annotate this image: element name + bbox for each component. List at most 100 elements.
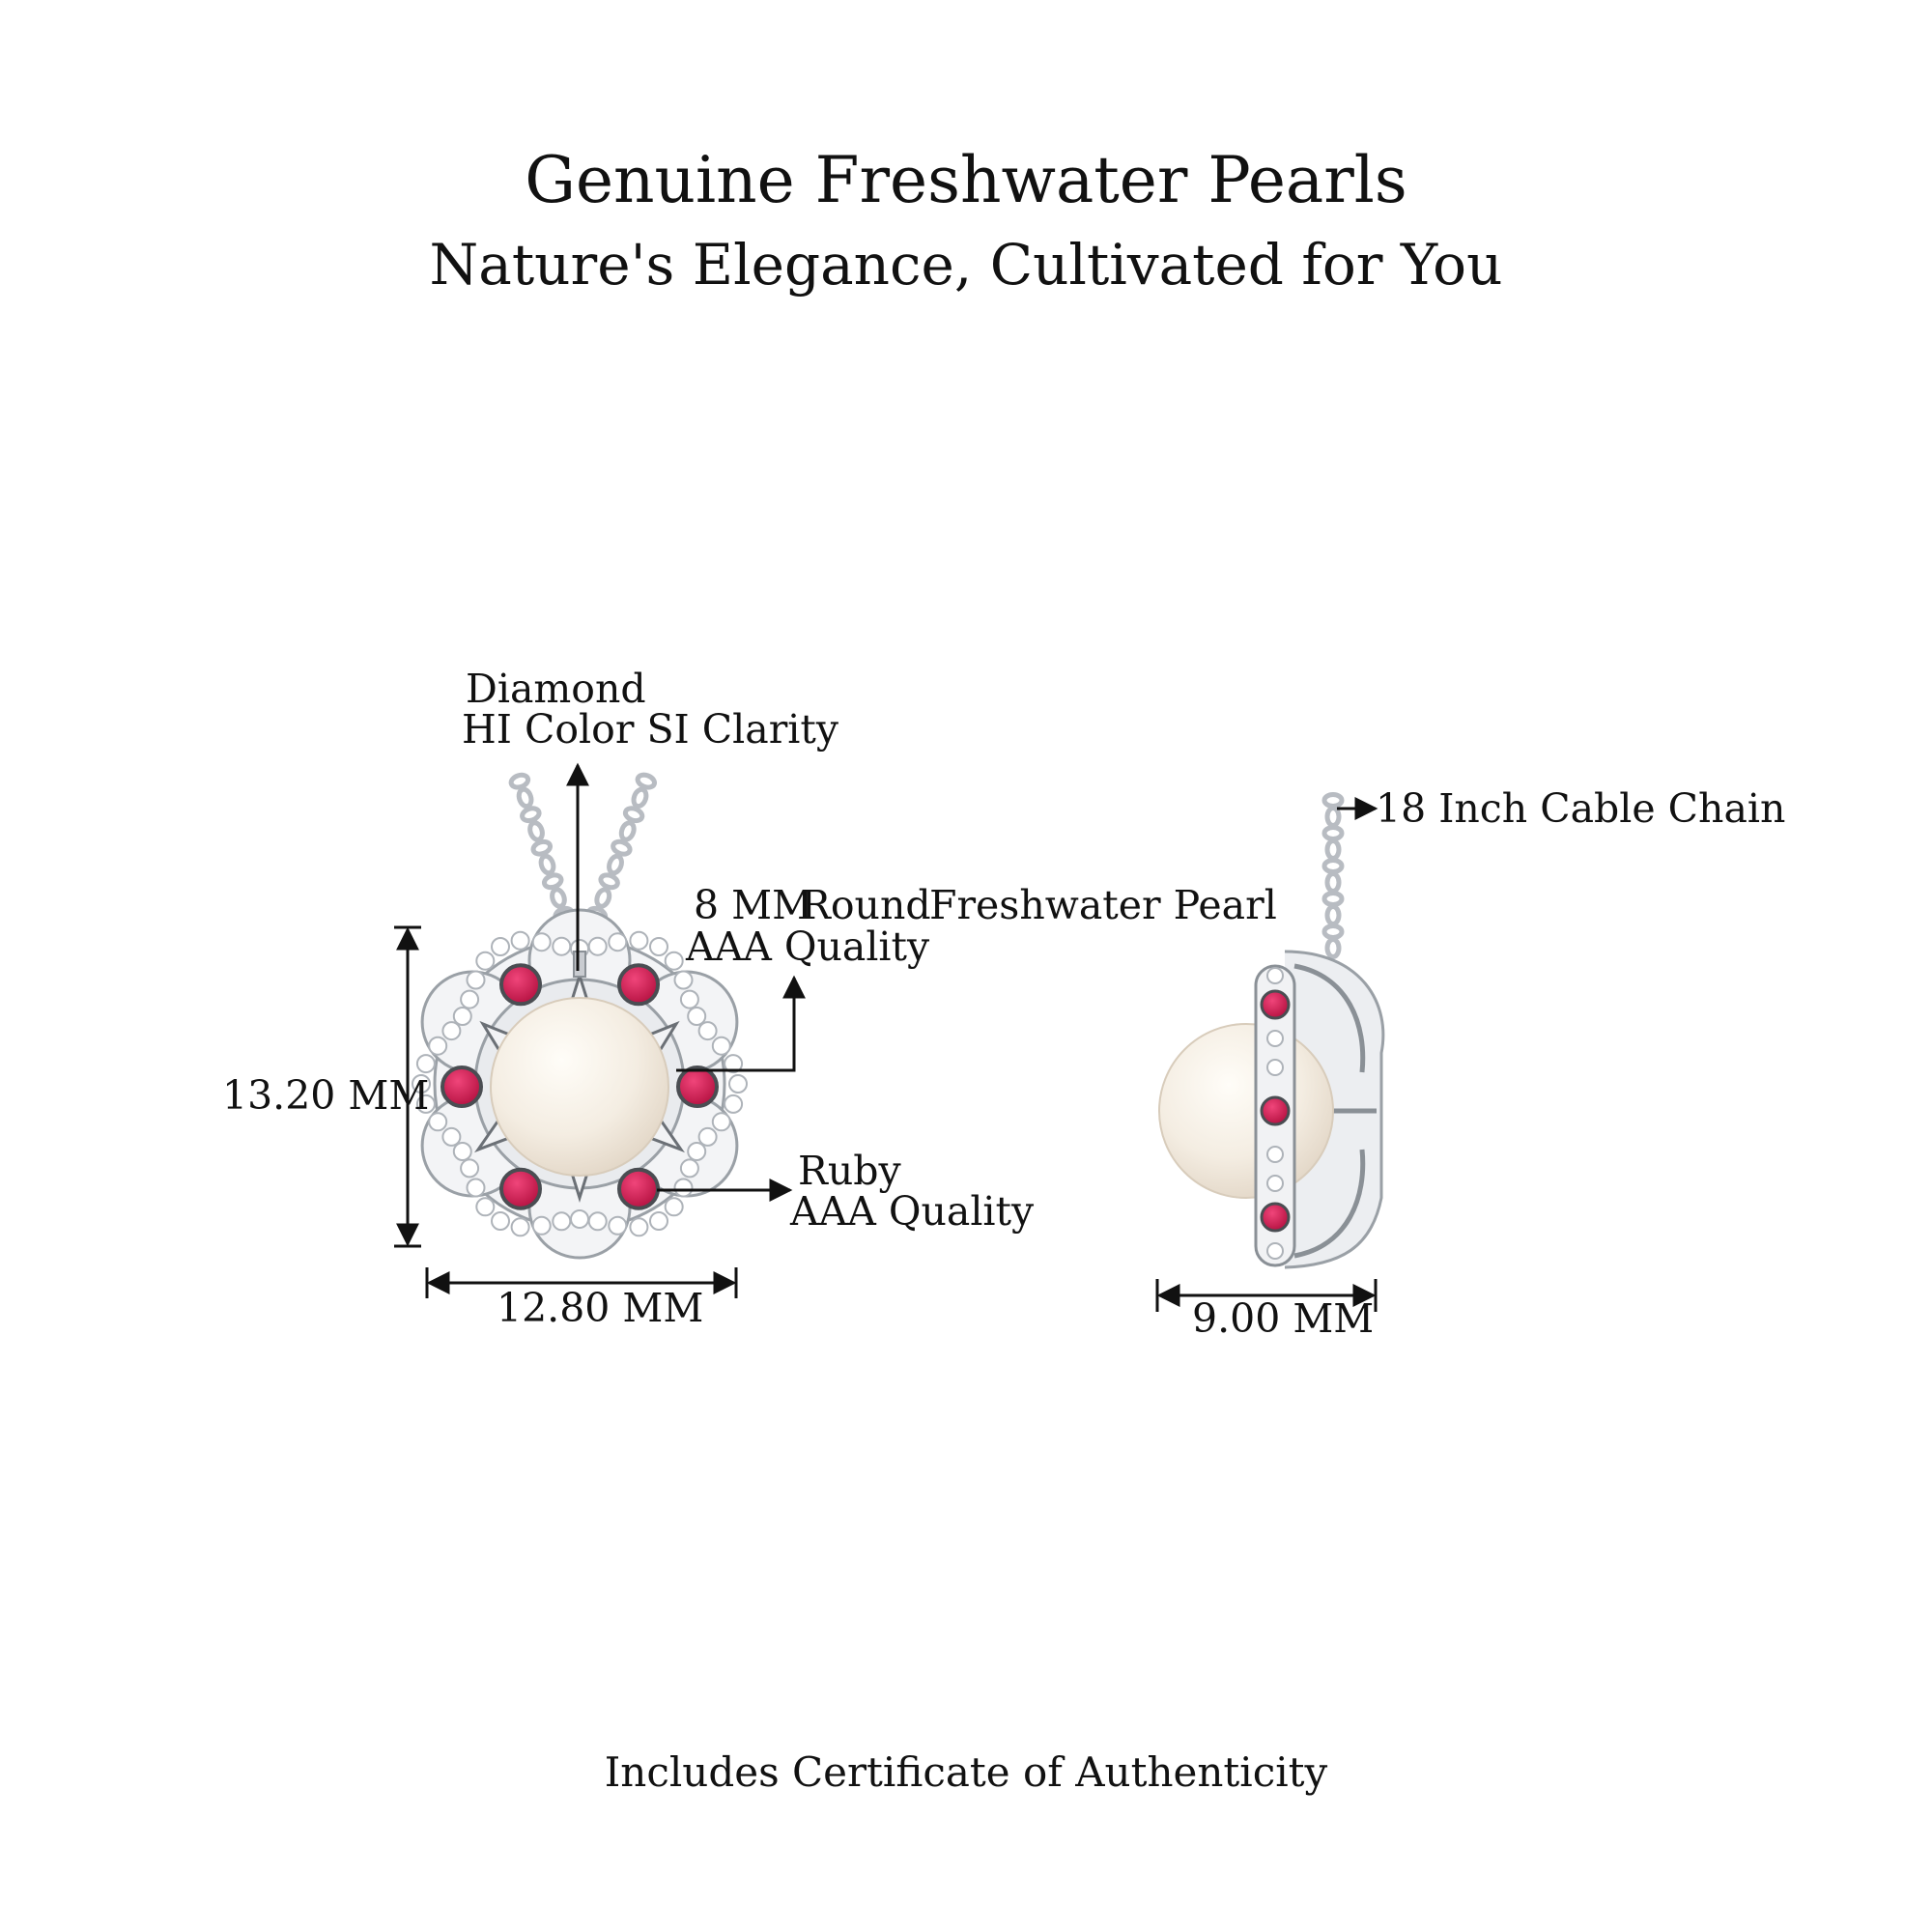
ruby-stone [499, 1167, 542, 1210]
side-diamond-stone [1266, 1175, 1284, 1192]
depth-label: 9.00 MM [1192, 1295, 1375, 1342]
diamond-stone [552, 936, 572, 956]
pearl-shape-label: Round [801, 882, 931, 928]
diamond-stone [697, 1126, 718, 1147]
chain-link [607, 853, 624, 876]
ruby-stone [440, 1065, 483, 1108]
diamond-stone [531, 932, 552, 952]
diamond-stone [475, 1197, 496, 1217]
pearl-quality-label: AAA Quality [686, 923, 930, 970]
diamond-stone [570, 1209, 589, 1229]
diamond-stone [673, 970, 694, 990]
diamond-stone [441, 1126, 462, 1147]
diamond-stone [664, 1197, 684, 1217]
chain-link [1321, 858, 1345, 874]
diamond-grade-label: HI Color SI Clarity [462, 706, 839, 753]
chain-link [520, 806, 542, 824]
chain-link [516, 786, 534, 810]
chain-link [1321, 792, 1345, 809]
diamond-stone [664, 951, 684, 971]
ruby-quality-label: AAA Quality [790, 1188, 1035, 1235]
side-callouts [1155, 797, 1378, 1312]
diamond-stone [649, 937, 668, 956]
diamond-stone [587, 936, 608, 956]
diamond-stone [679, 989, 699, 1009]
pearl-callout-line [676, 975, 806, 1072]
chain-link [594, 887, 612, 909]
side-pearl-icon [1158, 1023, 1334, 1199]
diamond-stone [415, 1054, 436, 1074]
side-chain-icon [1321, 792, 1345, 959]
chain-link [1321, 923, 1345, 940]
chain-link [1324, 904, 1342, 926]
chain-link [1321, 825, 1345, 841]
page-title: Genuine Freshwater Pearls [525, 143, 1407, 217]
bail-icon [573, 951, 586, 978]
diamond-stone [673, 1178, 694, 1198]
chain-label: 18 Inch Cable Chain [1376, 785, 1786, 832]
diamond-stone [629, 930, 649, 951]
chain-link [530, 838, 554, 857]
chain-link [611, 838, 633, 857]
diamond-stone [697, 1021, 718, 1041]
diamond-stone [608, 932, 628, 952]
chain-link [631, 786, 649, 810]
chain-link [1324, 838, 1342, 861]
chain-link [538, 853, 556, 876]
diamond-stone [687, 1007, 707, 1026]
diamond-stone [587, 1211, 608, 1232]
diamond-stone [728, 1074, 748, 1094]
side-diamond-stone [1266, 1146, 1284, 1163]
ruby-stone [617, 1167, 660, 1210]
diamond-stone [649, 1211, 668, 1231]
chain-link [508, 772, 531, 790]
side-stones-icon [1260, 967, 1291, 1260]
side-ruby-stone [1260, 989, 1291, 1020]
diamond-stone [428, 1112, 448, 1132]
diamond-stone [428, 1036, 448, 1056]
certificate-note: Includes Certificate of Authenticity [604, 1748, 1328, 1796]
diamond-stone [466, 970, 486, 990]
diamond-stone [466, 1178, 486, 1198]
chain-link [1324, 937, 1342, 959]
chain-link [622, 806, 645, 824]
front-callouts [394, 762, 806, 1298]
ruby-stone [499, 963, 542, 1007]
diamond-stone [460, 989, 480, 1009]
diamond-stone [441, 1021, 462, 1041]
diamond-stone [724, 1094, 744, 1114]
side-diamond-stone [1266, 967, 1284, 984]
diamond-stone [475, 951, 496, 971]
diamond-stone [510, 930, 530, 951]
diamond-stone [724, 1054, 744, 1074]
diamond-stone [687, 1142, 707, 1161]
side-diamond-stone [1266, 1030, 1284, 1047]
side-pendant-icon [1158, 950, 1385, 1269]
side-diamond-stone [1266, 1242, 1284, 1260]
width-label: 12.80 MM [497, 1285, 704, 1331]
diamond-stone [510, 1217, 530, 1237]
chain-link [1321, 891, 1345, 907]
diamond-stone [531, 1215, 552, 1236]
chain-link [541, 872, 564, 891]
diamond-stone [552, 1211, 572, 1232]
ruby-stone [617, 963, 660, 1007]
diamond-stone [452, 1142, 472, 1161]
ruby-stones-icon [440, 963, 719, 1210]
diamond-stone [491, 937, 510, 956]
front-pendant-icon [412, 908, 748, 1260]
diamond-stone [452, 1007, 472, 1026]
chain-link [527, 820, 545, 842]
chain-link [1324, 871, 1342, 894]
pearl-type-label: Freshwater Pearl [929, 882, 1277, 928]
pearl-icon [490, 997, 669, 1177]
chain-link [550, 887, 567, 909]
side-ruby-stone [1260, 1095, 1291, 1126]
diamond-label: Diamond [466, 666, 646, 712]
ruby-label: Ruby [798, 1148, 901, 1194]
chain-link [618, 820, 637, 842]
height-label: 13.20 MM [222, 1072, 430, 1119]
diamond-stone [711, 1036, 731, 1056]
